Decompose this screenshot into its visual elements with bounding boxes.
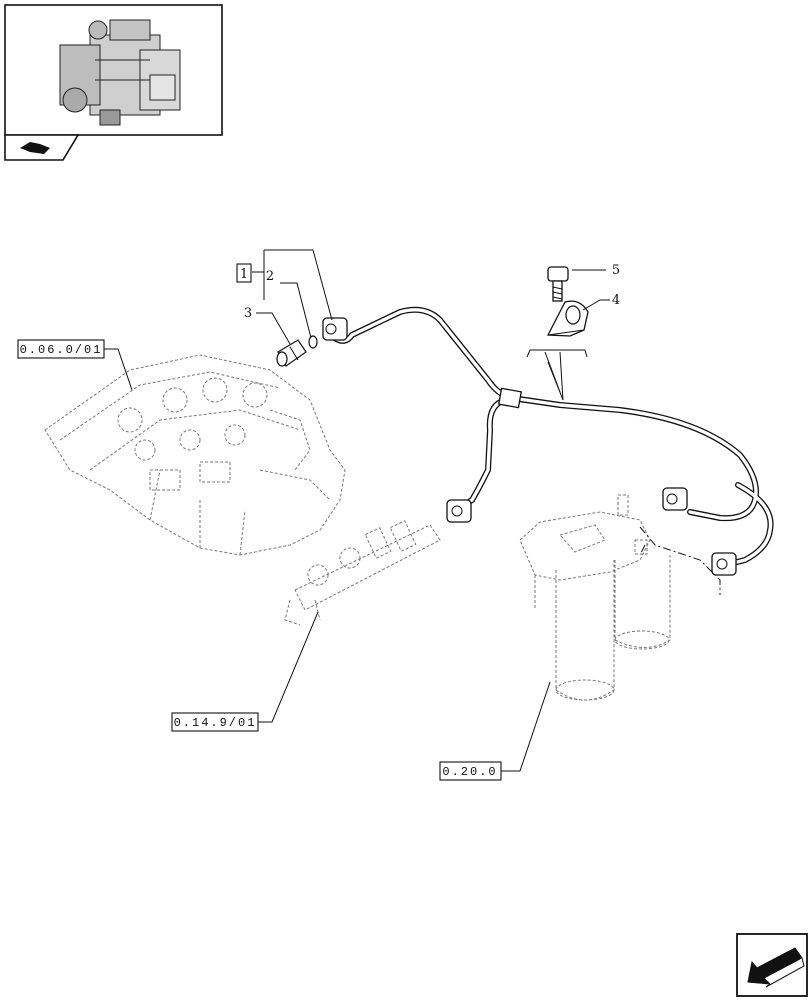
oring-part[interactable] [308,335,318,349]
hose-connector-filter-a[interactable] [662,487,688,511]
ref-fuel-filter[interactable]: 0.20.0 [439,761,502,781]
fuel-filter-ghost [519,494,671,701]
section-tab-icon[interactable] [4,134,80,161]
callout-sensor-label[interactable]: 3 [244,306,252,321]
ref-engine-block[interactable]: 0.06.0/01 [17,339,105,359]
fuel-hose-harness[interactable] [322,306,774,576]
callout-kit-label: 1 [240,267,248,282]
alignment-lines [639,526,721,595]
hose-connector-injector[interactable] [446,499,472,523]
sensor-part[interactable] [276,339,307,367]
clamp-part[interactable] [546,300,589,337]
ref-injector-rail[interactable]: 0.14.9/01 [171,712,259,732]
bolt-part[interactable] [547,266,569,302]
callout-leaders [104,249,610,772]
injector-rail-ghost [284,520,441,626]
engine-thumbnail-icon[interactable] [4,4,223,136]
ref-fuel-filter-label: 0.20.0 [442,765,497,779]
hose-connector-filter-b[interactable] [711,552,737,576]
engine-block-ghost [44,354,346,556]
callout-bolt-label[interactable]: 5 [612,263,620,278]
callout-kit[interactable]: 1 [236,263,252,283]
ref-engine-block-label: 0.06.0/01 [20,343,103,357]
clamp-location-bracket [526,349,588,401]
ref-injector-rail-label: 0.14.9/01 [174,716,257,730]
hose-connector-top-left[interactable] [322,317,348,341]
callout-oring-label[interactable]: 2 [266,269,274,284]
next-page-arrow-icon[interactable] [736,933,808,997]
callout-clamp-label[interactable]: 4 [612,293,620,308]
